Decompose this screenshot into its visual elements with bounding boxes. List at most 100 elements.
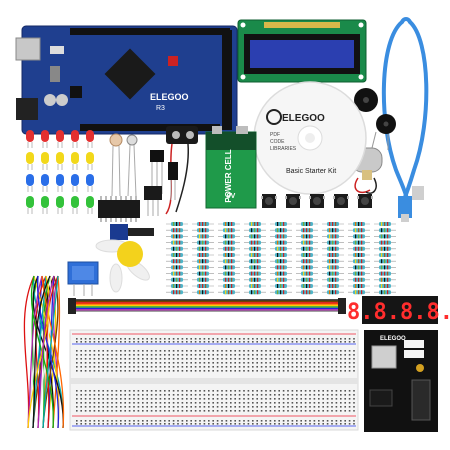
- led-icon: [26, 196, 34, 214]
- pushbutton-set: [261, 194, 373, 208]
- resistor-icon: [192, 222, 214, 226]
- resistor-icon: [218, 259, 240, 264]
- resistor-icon: [374, 228, 396, 233]
- resistor-icon: [322, 228, 344, 233]
- resistor-icon: [244, 290, 266, 295]
- led-icon: [56, 196, 64, 214]
- cd-elegoo-logo-icon: ELEGOO: [266, 109, 325, 125]
- resistor-icon: [270, 284, 292, 288]
- resistor-icon: [218, 271, 240, 276]
- software-cd: ELEGOO PDF CODE LIBRARIES Basic Starter …: [253, 81, 367, 195]
- resistor-icon: [322, 265, 344, 270]
- resistor-icon: [296, 246, 318, 251]
- battery-brand-label: POWER CELL: [224, 149, 233, 202]
- resistor-icon: [192, 240, 214, 245]
- resistor-icon: [348, 284, 370, 288]
- jumper-wire-bundle: [23, 275, 65, 429]
- resistor-icon: [374, 222, 396, 226]
- resistor-icon: [270, 259, 292, 264]
- resistor-icon: [244, 259, 266, 264]
- resistor-icon: [348, 234, 370, 239]
- resistor-icon: [244, 271, 266, 276]
- resistor-icon: [296, 240, 318, 245]
- power-module-brand-label: ELEGOO: [380, 336, 406, 342]
- cd-content-code: CODE: [270, 139, 285, 145]
- resistor-icon: [270, 234, 292, 239]
- led-icon: [86, 174, 94, 192]
- battery-clip-icon: [165, 126, 198, 215]
- pushbutton-icon: [357, 194, 373, 208]
- resistor-icon: [374, 234, 396, 239]
- servo-horn-icon: [95, 239, 150, 293]
- resistor-icon: [192, 259, 214, 264]
- resistor-icon: [244, 234, 266, 239]
- resistor-icon: [244, 253, 266, 257]
- resistor-icon: [192, 290, 214, 295]
- thermistor-icon: [144, 186, 162, 216]
- resistor-icon: [166, 290, 188, 295]
- led-icon: [71, 152, 79, 170]
- resistor-icon: [322, 234, 344, 239]
- resistor-icon: [166, 253, 188, 257]
- led-icon: [41, 174, 49, 192]
- resistor-icon: [322, 290, 344, 295]
- resistor-icon: [192, 265, 214, 270]
- cd-content-libraries: LIBRARIES: [270, 146, 297, 152]
- led-icon: [41, 196, 49, 214]
- resistor-icon: [166, 228, 188, 233]
- resistor-icon: [296, 271, 318, 276]
- led-icon: [71, 174, 79, 192]
- power-supply-module: ELEGOO: [364, 330, 438, 432]
- resistor-icon: [296, 277, 318, 282]
- resistor-icon: [192, 253, 214, 257]
- resistor-icon: [192, 277, 214, 282]
- seven-segment-value: 8.8.8.8.: [347, 300, 450, 325]
- led-set: [26, 130, 94, 214]
- resistor-icon: [296, 259, 318, 264]
- resistor-icon: [218, 290, 240, 295]
- resistor-icon: [348, 253, 370, 257]
- led-icon: [26, 174, 34, 192]
- resistor-icon: [348, 290, 370, 295]
- resistor-icon: [218, 228, 240, 233]
- resistor-icon: [218, 253, 240, 257]
- led-icon: [26, 152, 34, 170]
- resistor-icon: [166, 284, 188, 288]
- resistor-icon: [322, 222, 344, 226]
- resistor-icon: [192, 284, 214, 288]
- resistor-icon: [322, 277, 344, 282]
- resistor-icon: [244, 222, 266, 226]
- resistor-icon: [192, 234, 214, 239]
- resistor-icon: [218, 222, 240, 226]
- resistor-icon: [374, 271, 396, 276]
- led-icon: [56, 152, 64, 170]
- resistor-icon: [166, 277, 188, 282]
- resistor-icon: [322, 240, 344, 245]
- resistor-icon: [348, 228, 370, 233]
- led-icon: [86, 130, 94, 148]
- resistor-set: [166, 222, 396, 295]
- resistor-icon: [244, 277, 266, 282]
- resistor-icon: [374, 259, 396, 264]
- usb-cable-icon: [381, 17, 429, 212]
- breadboard: [69, 329, 359, 431]
- resistor-icon: [244, 240, 266, 245]
- resistor-icon: [348, 222, 370, 226]
- resistor-icon: [270, 228, 292, 233]
- tilt-switch-icon: [168, 162, 178, 200]
- cd-content-pdf: PDF: [270, 132, 280, 138]
- resistor-icon: [322, 253, 344, 257]
- photoresistor-icon: [109, 133, 123, 197]
- resistor-icon: [348, 240, 370, 245]
- buzzer-icon: [354, 88, 396, 150]
- resistor-icon: [166, 271, 188, 276]
- led-icon: [41, 152, 49, 170]
- pushbutton-icon: [309, 194, 325, 208]
- resistor-icon: [296, 222, 318, 226]
- relay-icon: [67, 261, 99, 296]
- nine-volt-battery: POWER CELL 9V: [205, 126, 257, 209]
- resistor-icon: [166, 222, 188, 226]
- resistor-icon: [296, 284, 318, 288]
- resistor-icon: [374, 240, 396, 245]
